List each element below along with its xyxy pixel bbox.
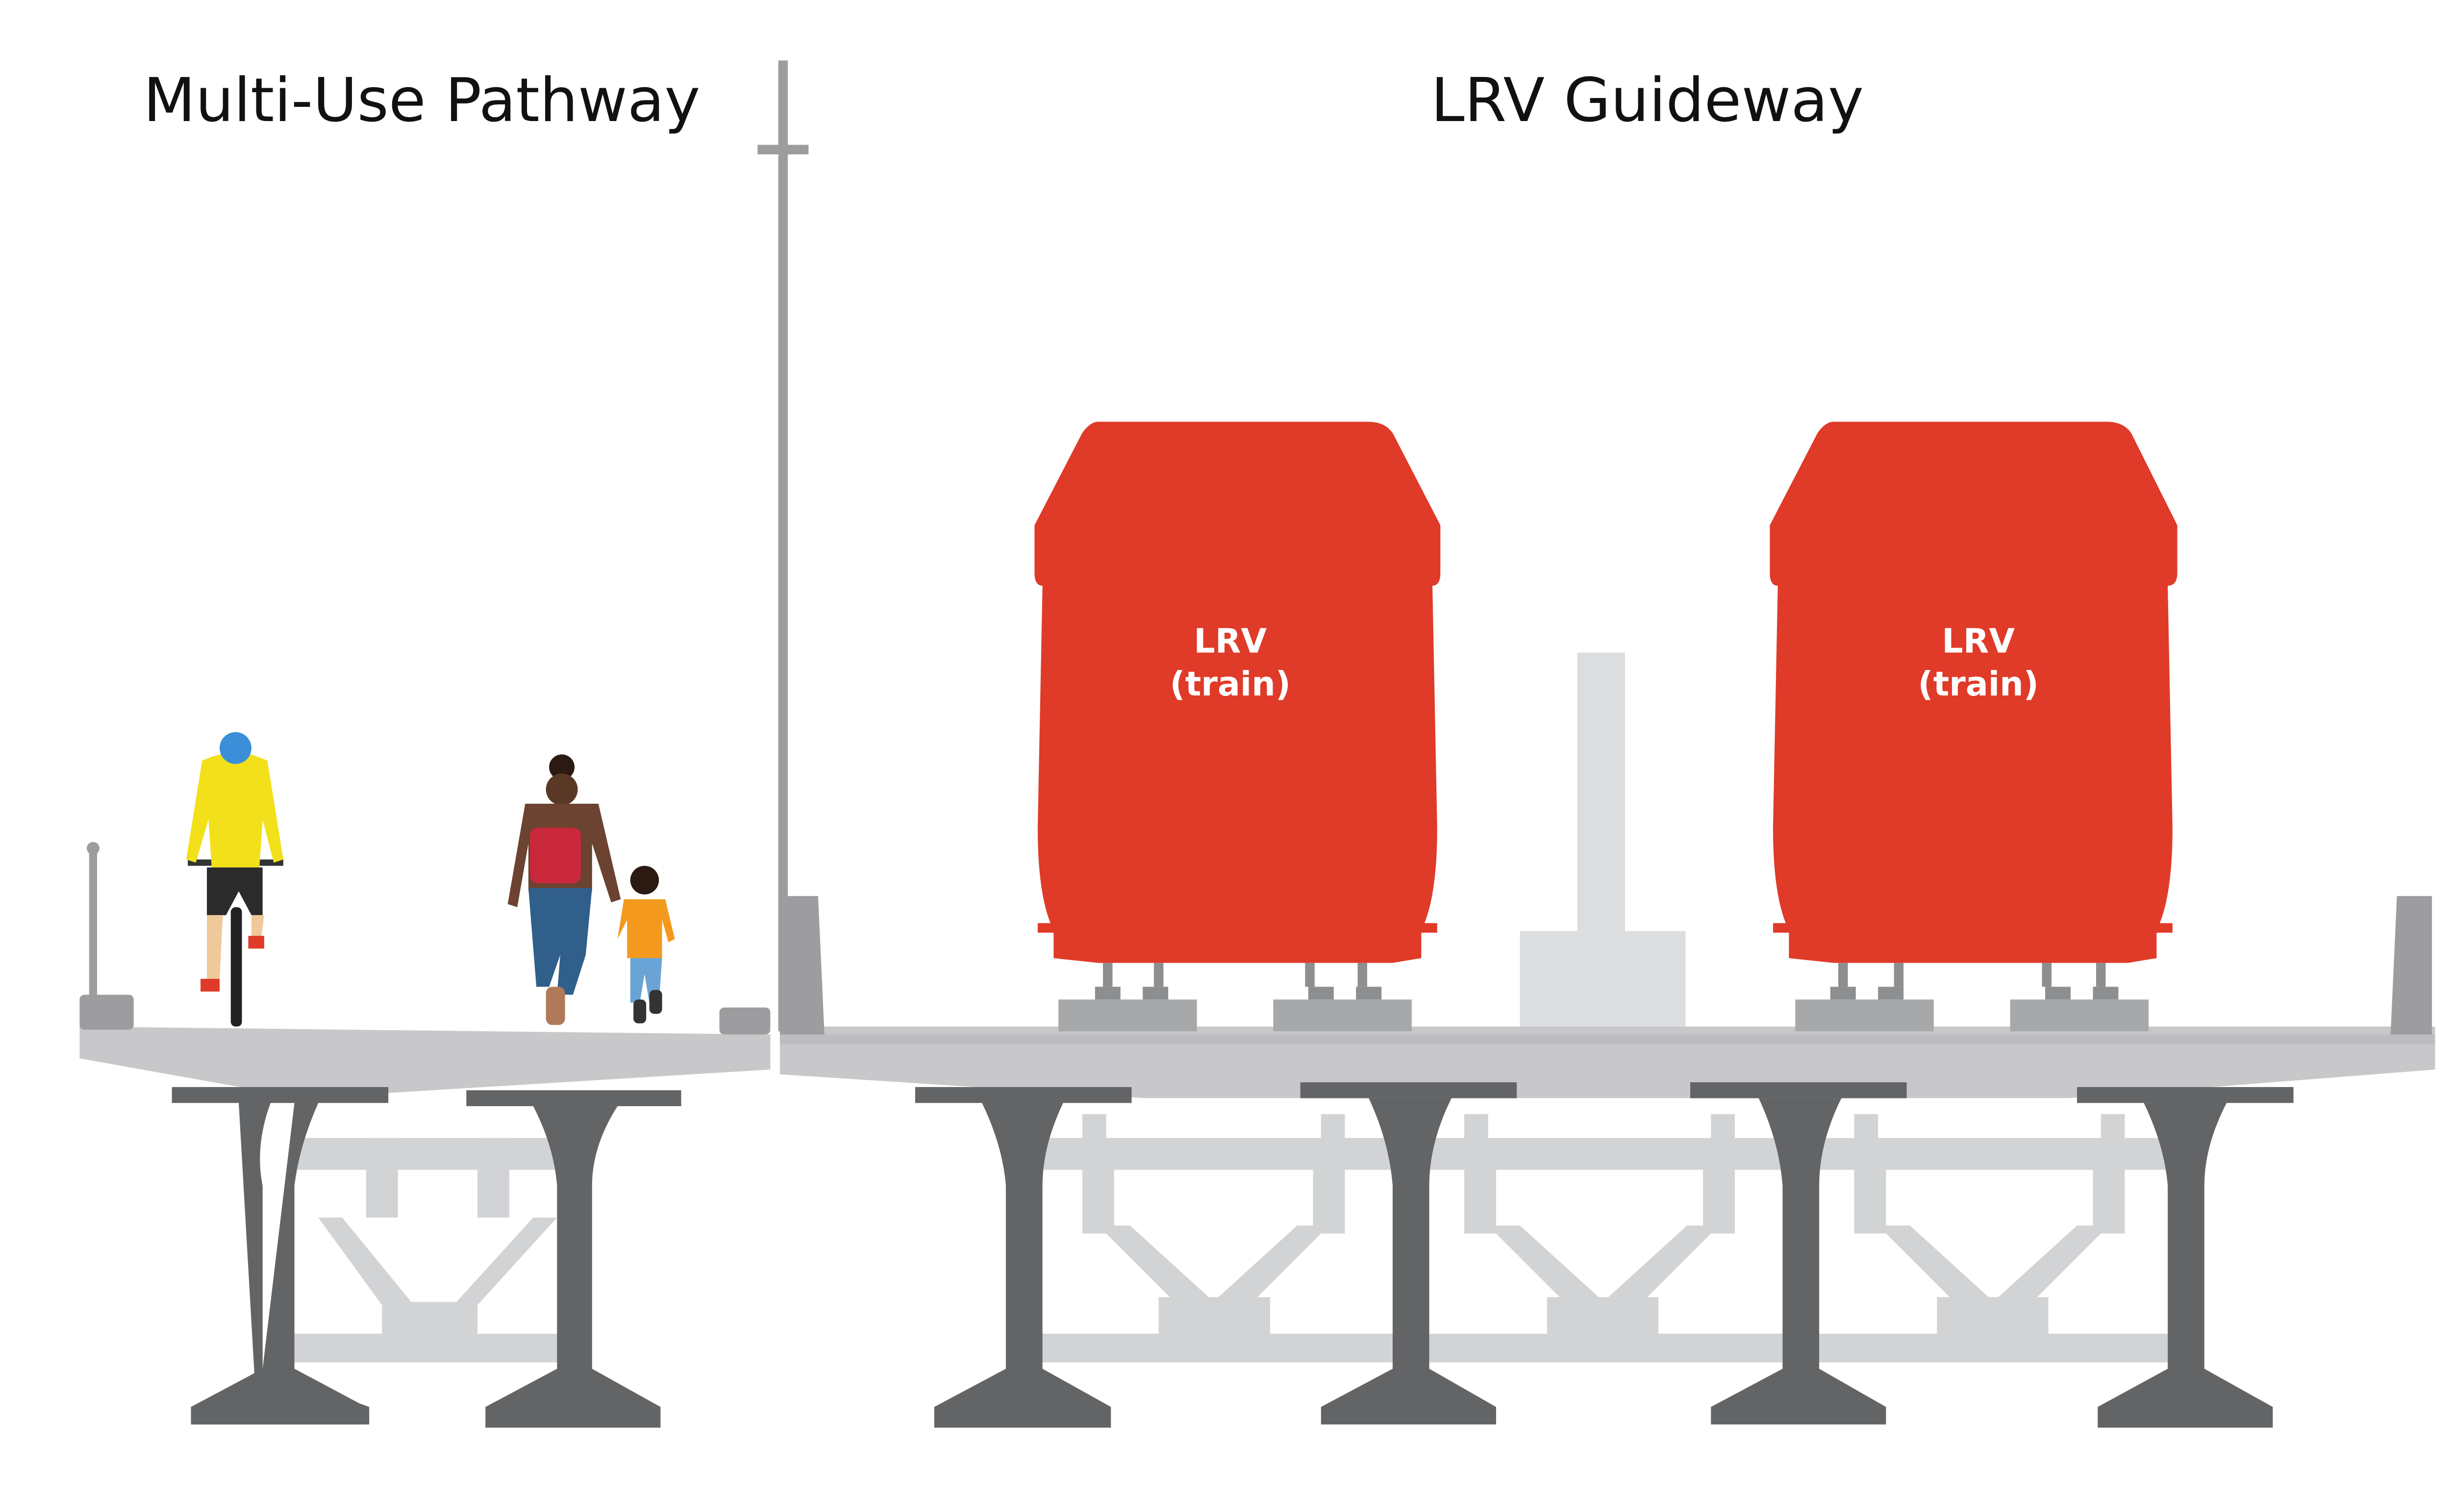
train-right-sublabel: (train): [1918, 665, 2039, 704]
pathway-title: Multi-Use Pathway: [143, 65, 700, 136]
rails: [1095, 987, 2119, 1000]
adult-walker-figure: [507, 754, 621, 1025]
guideway-title: LRV Guideway: [1431, 65, 1864, 136]
girder-4: [1300, 1082, 1517, 1425]
train-left-label: LRV: [1194, 622, 1267, 661]
cyclist-figure: [186, 732, 283, 1027]
girder-5: [1690, 1082, 1907, 1425]
lrv-train-right: LRV (train): [1770, 421, 2177, 987]
girder-6: [2077, 1087, 2294, 1428]
train-right-label: LRV: [1942, 622, 2015, 661]
guideway-cross-bracing: [1037, 1114, 2168, 1363]
girder-2: [466, 1090, 681, 1428]
center-divider-wall: [1520, 652, 1686, 1027]
lrv-train-left: LRV (train): [1034, 421, 1441, 987]
train-left-sublabel: (train): [1170, 665, 1291, 704]
light-pole: [757, 60, 809, 1032]
pathway-deck: [79, 842, 771, 1098]
guideway-deck: [779, 896, 2435, 1098]
girder-3: [915, 1087, 1132, 1428]
pathway-cross-bracing: [294, 1138, 581, 1363]
girder-1: [172, 1087, 389, 1425]
track-plinths: [1058, 999, 2149, 1032]
child-walker-figure: [617, 866, 675, 1024]
